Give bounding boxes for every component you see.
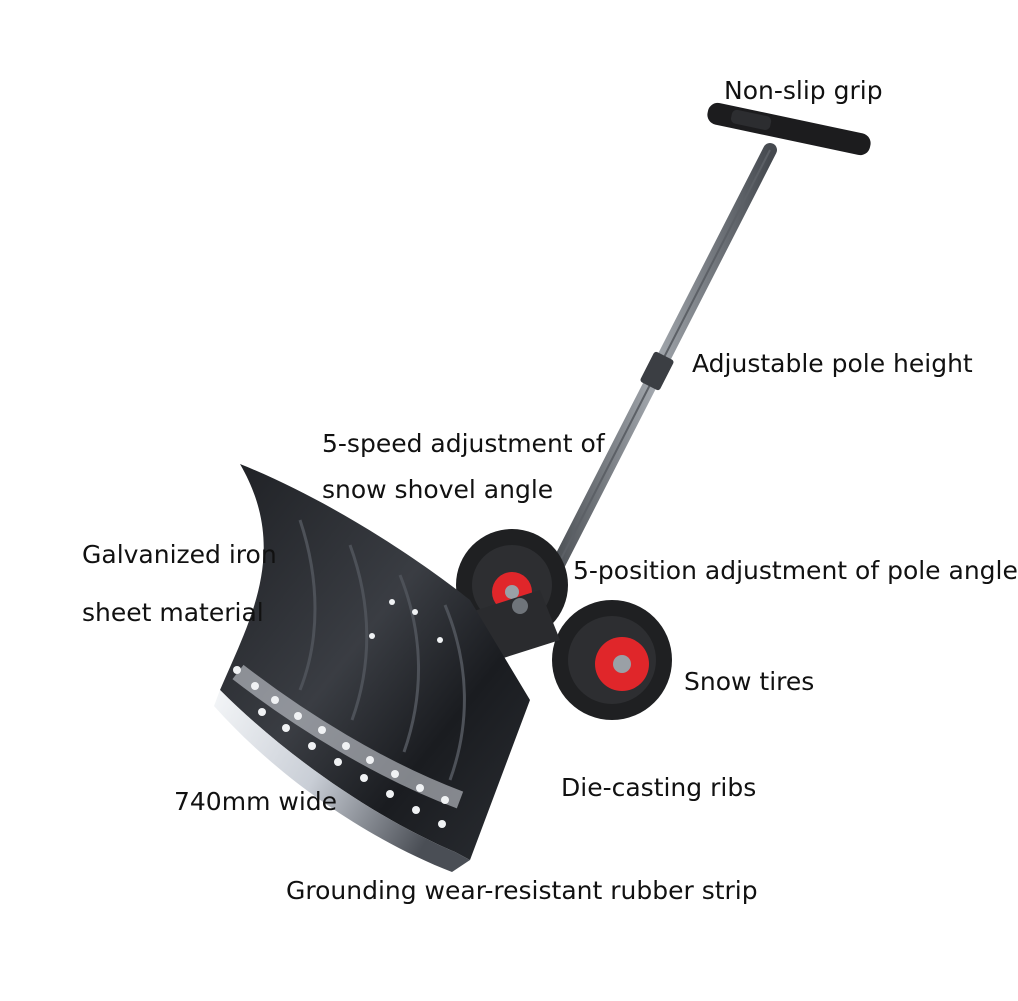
front-wheel [552, 600, 672, 720]
callout-ribs-text: Die-casting ribs [561, 773, 757, 802]
callout-die-casting-ribs: Die-casting ribs [561, 773, 756, 803]
callout-shovel-angle-line-2: snow shovel angle [322, 475, 554, 504]
callout-shovel-angle-line-1: 5-speed adjustment of [322, 429, 605, 458]
callout-width-text: 740mm wide [174, 787, 338, 816]
callout-strip-text: Grounding wear-resistant rubber strip [286, 876, 758, 905]
callout-pole-angle: 5-position adjustment of pole angle [573, 556, 1018, 586]
callout-material-line-2: sheet material [82, 598, 264, 627]
shovel-blade [214, 464, 530, 872]
callout-tires-text: Snow tires [684, 667, 815, 696]
callout-material: Galvanized iron sheet material [82, 526, 277, 642]
callout-snow-tires: Snow tires [684, 667, 814, 697]
callout-pole-height-text: Adjustable pole height [692, 349, 973, 378]
callout-adjustable-pole-height: Adjustable pole height [692, 349, 973, 379]
callout-non-slip-grip: Non-slip grip [724, 76, 883, 106]
pole [533, 143, 777, 607]
grip-handle [707, 102, 871, 156]
callout-material-line-1: Galvanized iron [82, 540, 277, 569]
callout-rubber-strip: Grounding wear-resistant rubber strip [286, 876, 758, 906]
callout-grip-text: Non-slip grip [724, 76, 883, 105]
callout-pole-angle-text: 5-position adjustment of pole angle [573, 556, 1018, 585]
callout-width: 740mm wide [174, 787, 337, 817]
callout-shovel-angle: 5-speed adjustment of snow shovel angle [322, 421, 605, 513]
